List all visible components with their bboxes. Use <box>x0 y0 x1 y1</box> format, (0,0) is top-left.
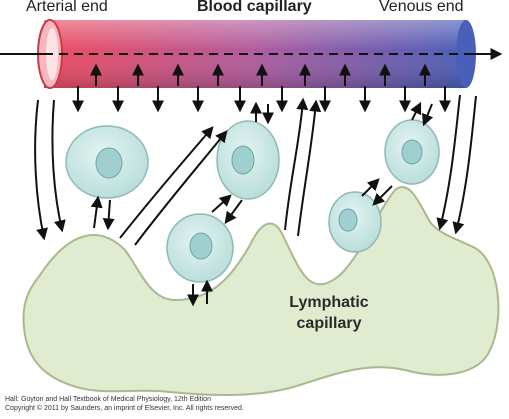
arterial-end-label: Arterial end <box>26 0 108 15</box>
credit-line-1: Hall: Guyton and Hall Textbook of Medica… <box>5 396 211 403</box>
cell-5 <box>328 191 382 253</box>
credit-line-2: Copyright © 2011 by Saunders, an imprint… <box>5 405 244 412</box>
lymphatic-label-line1: Lymphatic <box>289 294 369 311</box>
venous-end-label: Venous end <box>379 0 464 15</box>
cell-4 <box>384 119 440 185</box>
lymphatic-label-line2: capillary <box>296 315 362 332</box>
cell-2 <box>216 120 280 200</box>
cell-exchange-arrows <box>90 101 434 307</box>
lymph-flow-arrows <box>34 94 477 246</box>
cell-1 <box>65 125 149 199</box>
cell-3 <box>166 213 234 283</box>
exchange-arrows <box>72 63 451 113</box>
blood-capillary-label: Blood capillary <box>197 0 312 15</box>
figure-credit: Hall: Guyton and Hall Textbook of Medica… <box>5 395 244 413</box>
lymphatic-capillary-label: Lymphatic capillary <box>270 292 388 334</box>
